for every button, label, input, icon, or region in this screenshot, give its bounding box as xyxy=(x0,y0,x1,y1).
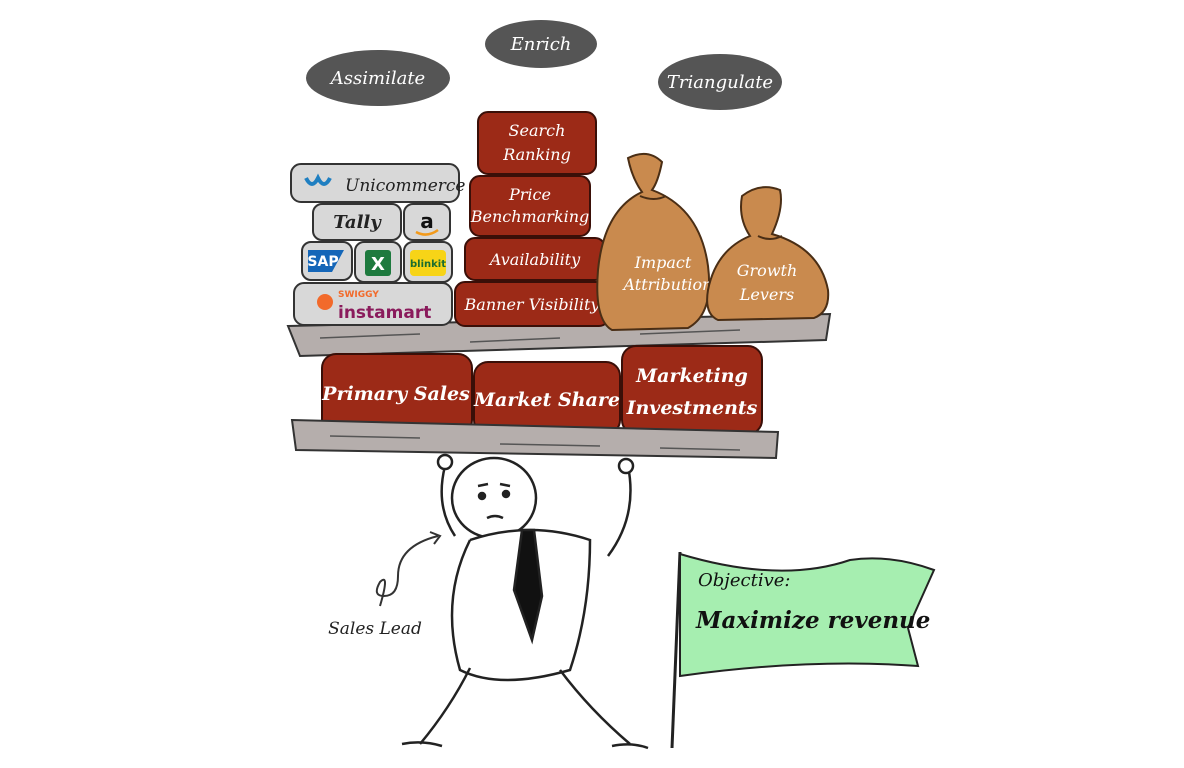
growth-levers-bag: Growth Levers xyxy=(707,187,828,320)
search-ranking-brick: Search Ranking xyxy=(478,112,596,174)
banner-visibility-label: Banner Visibility xyxy=(464,295,601,314)
amazon-logo: a xyxy=(420,209,434,233)
availability-brick: Availability xyxy=(465,238,605,280)
marketing-investments-label-2: Investments xyxy=(626,397,758,419)
flag-objective-label: Objective: xyxy=(698,570,790,591)
tally-stone: Tally xyxy=(313,204,401,240)
sales-lead-figure xyxy=(402,455,648,748)
search-ranking-label-2: Ranking xyxy=(502,145,571,164)
blinkit-stone: blinkit xyxy=(404,242,452,282)
impact-attribution-bag: Impact Attribution xyxy=(597,154,712,330)
sap-logo: SAP xyxy=(307,254,338,270)
instamart-logo: instamart xyxy=(338,303,431,323)
triangulate-label: Triangulate xyxy=(667,72,773,93)
tally-logo: Tally xyxy=(333,212,382,233)
blinkit-logo: blinkit xyxy=(410,259,446,270)
marketing-investments-brick: Marketing Investments xyxy=(622,346,762,434)
growth-levers-label-2: Levers xyxy=(739,285,794,304)
swiggy-pin-icon xyxy=(317,294,333,310)
unicommerce-stone: Unicommerce xyxy=(291,164,465,202)
market-share-label: Market Share xyxy=(473,389,620,411)
sales-lead-label: Sales Lead xyxy=(328,619,422,639)
excel-stone: X xyxy=(355,242,401,282)
enrich-pill: Enrich xyxy=(485,20,597,68)
sales-lead-annotation: Sales Lead xyxy=(328,532,440,639)
price-benchmarking-label-2: Benchmarking xyxy=(470,207,590,226)
impact-attribution-label-1: Impact xyxy=(634,253,692,272)
marketing-investments-label-1: Marketing xyxy=(635,365,748,387)
pointer-arrow-icon xyxy=(377,536,438,606)
search-ranking-label-1: Search xyxy=(509,121,566,140)
price-benchmarking-brick: Price Benchmarking xyxy=(470,176,590,236)
growth-levers-label-1: Growth xyxy=(737,261,798,280)
unicommerce-label: Unicommerce xyxy=(345,176,465,196)
excel-logo: X xyxy=(371,254,385,275)
availability-label: Availability xyxy=(488,250,581,269)
assimilate-pill: Assimilate xyxy=(306,50,450,106)
swiggy-instamart-stone: SWIGGY instamart xyxy=(294,283,452,325)
price-benchmarking-label-1: Price xyxy=(508,185,551,204)
enrich-label: Enrich xyxy=(510,34,572,55)
amazon-stone: a xyxy=(404,204,450,240)
swiggy-logo: SWIGGY xyxy=(338,290,379,300)
sap-stone: SAP xyxy=(302,242,352,280)
market-share-brick: Market Share xyxy=(473,362,620,434)
objective-flag: Objective: Maximize revenue xyxy=(672,552,934,748)
flag-pole xyxy=(672,552,680,748)
impact-attribution-label-2: Attribution xyxy=(622,275,713,294)
primary-sales-label: Primary Sales xyxy=(321,383,470,405)
triangulate-pill: Triangulate xyxy=(658,54,782,110)
banner-visibility-brick: Banner Visibility xyxy=(455,282,609,326)
assimilate-label: Assimilate xyxy=(329,68,425,89)
flag-goal-label: Maximize revenue xyxy=(695,607,930,634)
